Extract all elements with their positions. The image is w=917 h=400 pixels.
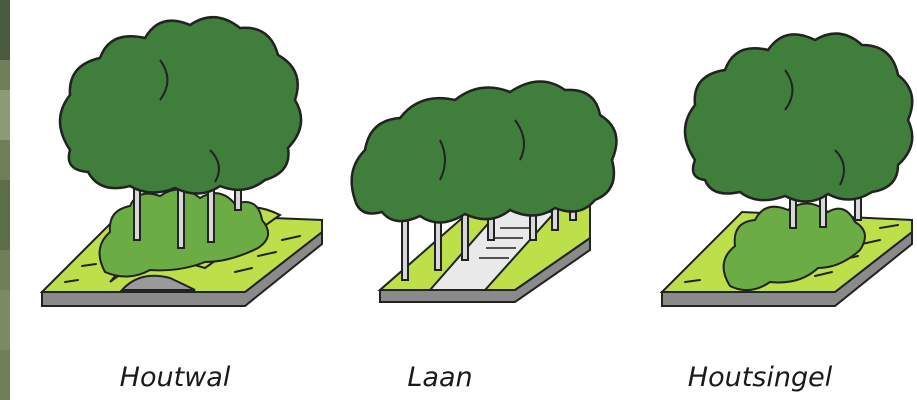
houtsingel-illustration <box>659 32 914 307</box>
caption-laan: Laan <box>407 362 473 393</box>
photo-edge-strip <box>0 0 10 400</box>
caption-houtwal: Houtwal <box>119 362 231 393</box>
caption-houtsingel: Houtsingel <box>687 362 833 393</box>
houtwal-illustration <box>39 16 323 307</box>
laan-illustration <box>350 80 618 303</box>
